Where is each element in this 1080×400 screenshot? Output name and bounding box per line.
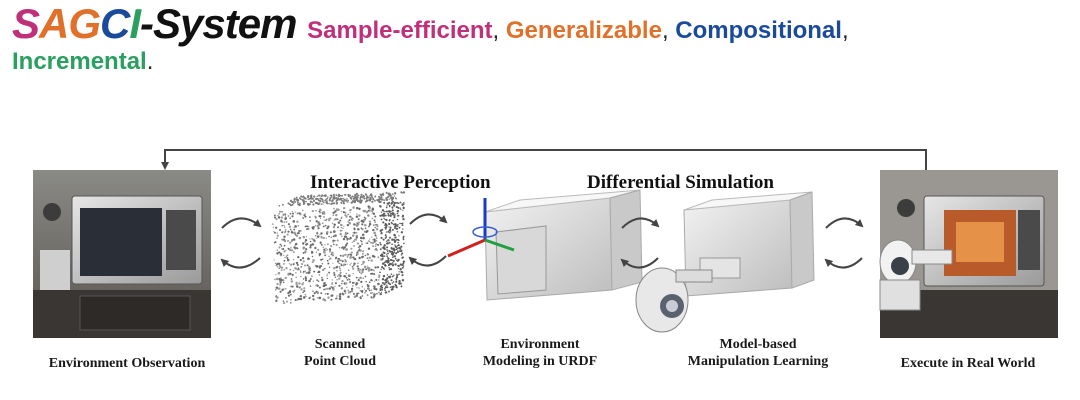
stage-title-interactive-perception: Interactive Perception <box>310 172 491 193</box>
caption-execute-real-world: Execute in Real World <box>900 356 1036 371</box>
simulation-image <box>635 191 815 333</box>
caption-environment-observation: Environment Observation <box>48 356 206 371</box>
caption-line: Model-based <box>719 337 797 352</box>
cycle-arrows-3 <box>620 217 660 269</box>
robot-gripper-icon <box>635 267 713 333</box>
page-title: SAGCI-System Sample-efficient, Generaliz… <box>12 0 1072 48</box>
logo-letter-c: C <box>100 0 130 47</box>
logo-letter-g: G <box>68 0 101 47</box>
cycle-arrows-4 <box>824 217 864 269</box>
caption-model-based-learning: Model-based Manipulation Learning <box>658 336 858 370</box>
y-axis-icon <box>484 238 515 252</box>
logo-letter-s: S <box>12 0 40 47</box>
keyword-separator: , <box>492 17 506 44</box>
scanned-point-cloud-image <box>271 191 406 305</box>
cycle-arrows-1 <box>220 217 262 269</box>
logo-suffix: -System <box>140 0 297 47</box>
x-axis-icon <box>447 238 486 258</box>
urdf-mesh-model <box>447 189 643 301</box>
caption-line: Environment <box>500 337 580 352</box>
stage-title-differential-simulation: Differential Simulation <box>587 172 775 193</box>
caption-environment-modeling: Environment Modeling in URDF <box>455 336 625 370</box>
keyword-separator: . <box>146 48 154 75</box>
sagci-logo: SAGCI-System <box>12 0 307 47</box>
keyword-separator: , <box>841 17 849 44</box>
robot-arm-icon <box>879 239 953 311</box>
execute-real-world-photo <box>879 170 1058 338</box>
caption-scanned-point-cloud: Scanned Point Cloud <box>270 336 410 370</box>
caption-line: Scanned <box>314 337 366 352</box>
page-title-line-2: Incremental. <box>12 48 153 76</box>
logo-letter-a: A <box>39 0 69 47</box>
keyword-compositional: Compositional <box>675 17 842 44</box>
caption-line: Point Cloud <box>304 354 376 369</box>
keyword-generalizable: Generalizable <box>505 17 662 44</box>
cycle-arrows-2 <box>408 213 448 267</box>
keyword-sample-efficient: Sample-efficient <box>307 17 493 44</box>
keyword-separator: , <box>661 17 676 44</box>
environment-observation-photo <box>33 170 211 338</box>
logo-letter-i: I <box>129 0 141 47</box>
caption-line: Modeling in URDF <box>482 354 598 369</box>
feedback-loop-arrow <box>161 149 927 170</box>
rotation-joint-icon <box>472 226 498 238</box>
caption-line: Manipulation Learning <box>687 354 829 369</box>
keyword-incremental: Incremental <box>12 48 147 75</box>
